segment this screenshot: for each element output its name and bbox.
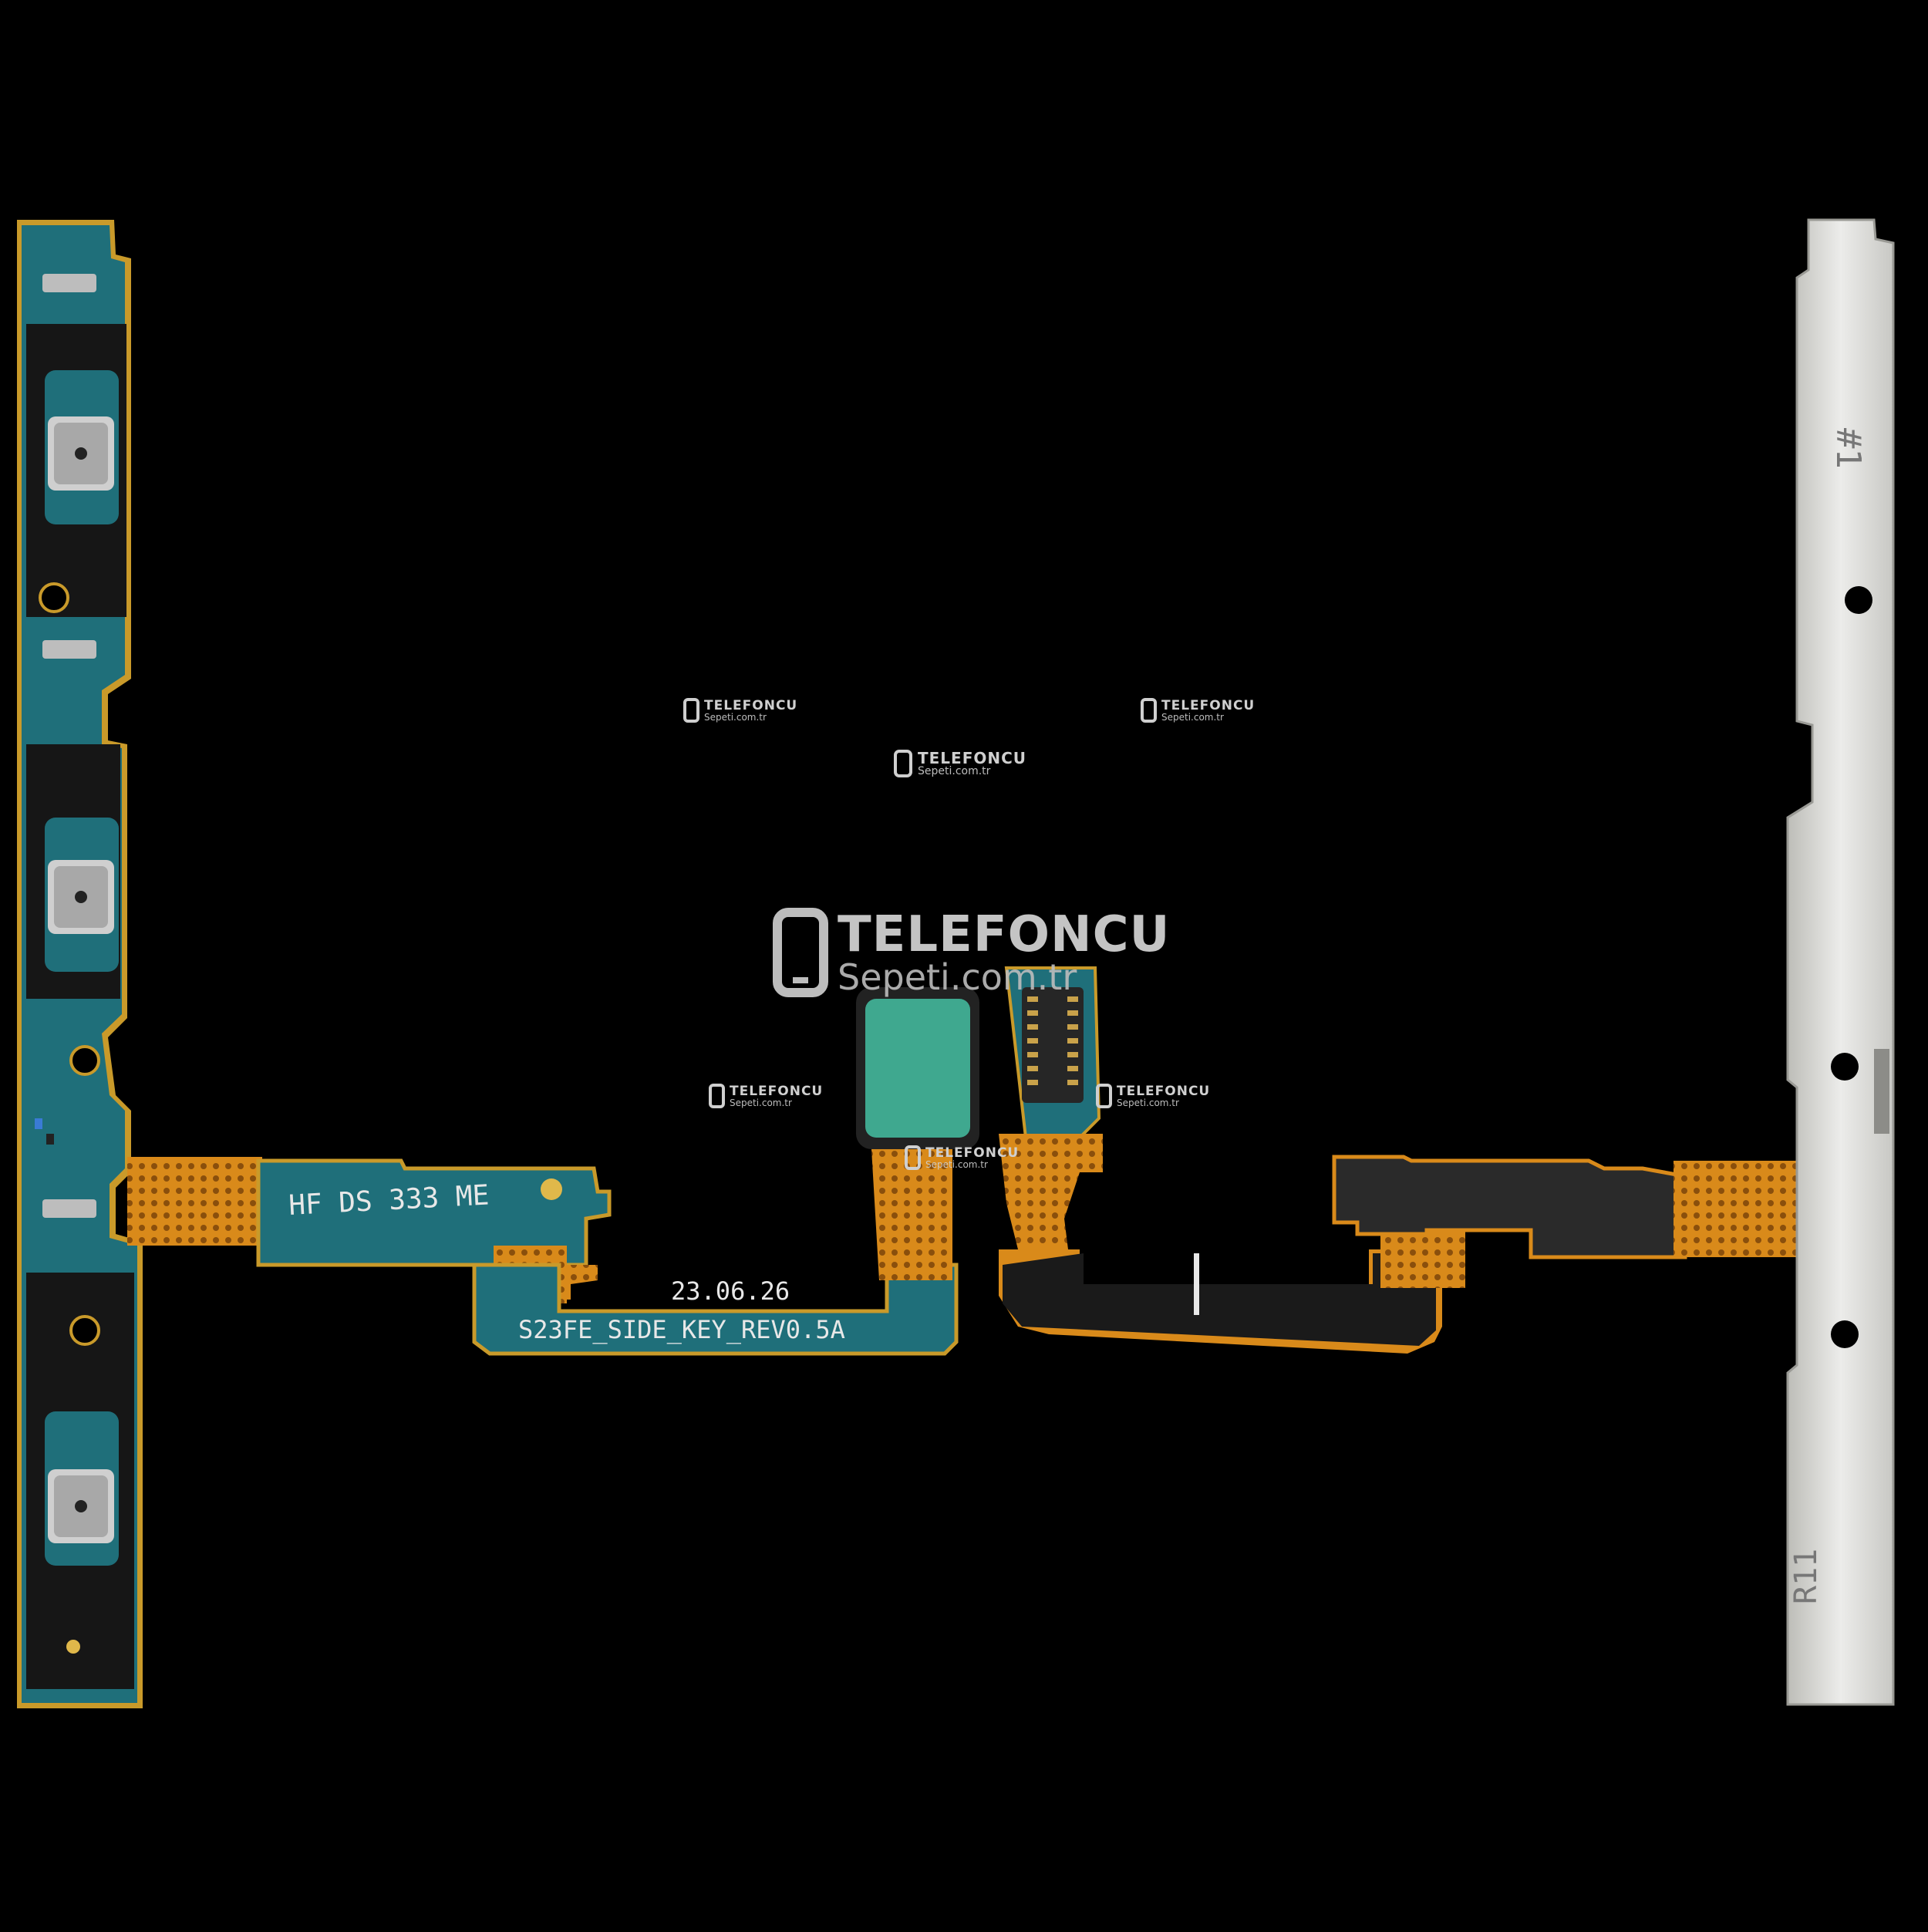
watermark-brand: TELEFONCU	[1161, 697, 1256, 713]
metal-bracket: #1 R11	[1786, 218, 1895, 1706]
mount-hole	[39, 582, 69, 613]
watermark-brand: TELEFONCU	[925, 1145, 1020, 1161]
smd-component	[42, 640, 96, 659]
watermark-domain: Sepeti.com.tr	[925, 1158, 988, 1170]
bracket-mark-bottom: R11	[1788, 1549, 1824, 1604]
watermark-domain: Sepeti.com.tr	[1117, 1097, 1179, 1108]
watermark-small: TELEFONCU Sepeti.com.tr	[1095, 1084, 1210, 1108]
bracket-hole	[1831, 1320, 1859, 1348]
phone-logo-icon	[1141, 698, 1157, 723]
watermark-domain: Sepeti.com.tr	[1161, 711, 1224, 723]
watermark-brand: TELEFONCU	[1117, 1083, 1211, 1099]
phone-logo-icon	[683, 698, 699, 723]
watermark-domain: Sepeti.com.tr	[918, 765, 991, 777]
board-connector	[1004, 966, 1101, 1139]
bracket-mark-top: #1	[1829, 428, 1868, 469]
watermark-domain: Sepeti.com.tr	[704, 711, 767, 723]
watermark-small: TELEFONCU Sepeti.com.tr	[904, 1145, 1019, 1170]
model-label-board	[472, 1263, 959, 1356]
tactile-switch-3	[45, 1411, 119, 1566]
watermark-large: TELEFONCU Sepeti.com.tr	[771, 906, 1171, 999]
phone-logo-icon	[905, 1145, 921, 1170]
watermark-small: TELEFONCU Sepeti.com.tr	[683, 698, 797, 723]
left-flex-tail: HF DS 333 ME 23.06.26 S23FE_SIDE_KEY_REV…	[127, 1149, 959, 1356]
phone-logo-icon	[894, 750, 912, 777]
right-flex-cable	[999, 1134, 1812, 1354]
adhesive-pad	[856, 987, 979, 1149]
watermark-small: TELEFONCU Sepeti.com.tr	[708, 1084, 823, 1108]
watermark-domain: Sepeti.com.tr	[730, 1097, 792, 1108]
mount-hole	[69, 1045, 100, 1076]
smd-component	[42, 1199, 96, 1218]
phone-logo-icon	[709, 1084, 725, 1108]
flex-date-label: 23.06.26	[671, 1276, 790, 1306]
watermark-small: TELEFONCU Sepeti.com.tr	[893, 750, 1026, 777]
left-key-pcb-strip	[17, 220, 143, 1708]
smd-component	[42, 274, 96, 292]
watermark-brand: TELEFONCU	[730, 1083, 824, 1099]
watermark-small: TELEFONCU Sepeti.com.tr	[1140, 698, 1255, 723]
watermark-brand: TELEFONCU	[838, 906, 1171, 963]
watermark-domain: Sepeti.com.tr	[838, 956, 1077, 998]
tactile-switch-1	[45, 370, 119, 524]
bracket-hole	[1845, 586, 1872, 614]
mount-hole	[69, 1315, 100, 1346]
phone-logo-icon	[773, 908, 828, 997]
phone-logo-icon	[1096, 1084, 1112, 1108]
tactile-switch-2	[45, 818, 119, 972]
bracket-hole	[1831, 1053, 1859, 1081]
watermark-brand: TELEFONCU	[704, 697, 798, 713]
watermark-brand: TELEFONCU	[918, 749, 1027, 767]
flex-model-label: S23FE_SIDE_KEY_REV0.5A	[518, 1315, 845, 1344]
